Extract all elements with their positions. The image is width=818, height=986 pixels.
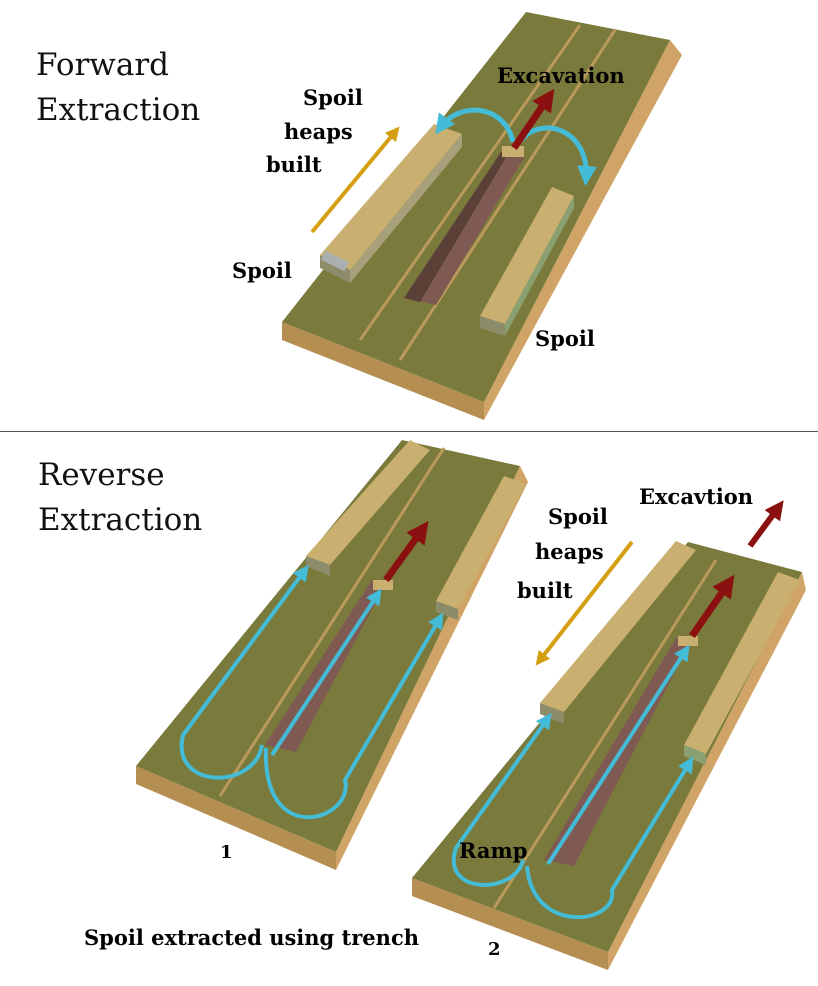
reverse-spoil-heaps-label-line3: built bbox=[517, 578, 573, 603]
board-1-spoil-heap-left bbox=[306, 440, 430, 576]
board-2-spoil-flow-arrow-left bbox=[451, 712, 552, 887]
board-1-trench bbox=[265, 580, 393, 752]
forward-groove bbox=[358, 24, 582, 341]
forward-board-edge bbox=[484, 40, 682, 420]
board-2-side bbox=[412, 878, 608, 970]
board-2-edge bbox=[608, 572, 806, 970]
board-2-spoil-flow-arrow-right bbox=[525, 756, 694, 919]
board-2-excavation-arrow bbox=[689, 574, 735, 638]
reverse-excavation-direction-arrow bbox=[747, 500, 784, 548]
board-2-trench bbox=[544, 636, 698, 866]
forward-spoil-heap-left bbox=[320, 124, 462, 283]
reverse-excavation-label: Excavtion bbox=[639, 484, 754, 509]
forward-trench bbox=[404, 146, 525, 305]
forward-excavation-label: Excavation bbox=[497, 63, 625, 88]
forward-title-line2: Extraction bbox=[36, 92, 201, 128]
board-2-spoil-heap-right bbox=[684, 572, 800, 765]
board-2-spoil-heap-left bbox=[540, 541, 696, 724]
reverse-step-2-label: 2 bbox=[488, 939, 501, 960]
reverse-spoil-heaps-label-line2: heaps bbox=[535, 539, 604, 564]
forward-spoil-heap-right bbox=[480, 187, 574, 336]
reverse-title-line1: Reverse bbox=[38, 457, 165, 493]
reverse-title-line2: Extraction bbox=[38, 502, 203, 538]
forward-title-line1: Forward bbox=[36, 47, 169, 83]
board-1-excavation-arrow bbox=[383, 520, 429, 583]
board-2-top bbox=[412, 542, 802, 952]
board-2-groove bbox=[492, 559, 718, 909]
forward-spoil-flow-arrow-left bbox=[435, 107, 516, 143]
board-1-spoil-flow-arrow-right bbox=[263, 612, 444, 820]
reverse-spoil-heaps-label-line1: Spoil bbox=[548, 504, 608, 529]
forward-spoil-heaps-label-line1: Spoil bbox=[303, 85, 363, 110]
reverse-ramp-label: Ramp bbox=[459, 838, 528, 863]
board-1-spoil-heap-right bbox=[436, 476, 526, 620]
forward-spoil-label-left: Spoil bbox=[232, 258, 292, 283]
board-1-groove bbox=[218, 447, 446, 797]
forward-spoil-heaps-label-line3: built bbox=[266, 152, 322, 177]
reverse-ground-board-2 bbox=[412, 542, 806, 970]
forward-board-side bbox=[282, 322, 484, 420]
reverse-caption: Spoil extracted using trench bbox=[84, 925, 419, 950]
forward-excavation-arrow bbox=[511, 88, 555, 150]
forward-heap-build-arrow bbox=[310, 126, 400, 234]
reverse-heap-build-arrow bbox=[535, 540, 634, 666]
reverse-step-1-label: 1 bbox=[220, 842, 233, 863]
board-1-side bbox=[136, 766, 336, 870]
board-1-spoil-flow-arrow-trench bbox=[270, 588, 382, 757]
forward-spoil-label-right: Spoil bbox=[535, 326, 595, 351]
board-1-spoil-flow-arrow-left bbox=[179, 564, 309, 780]
forward-spoil-heaps-label-line2: heaps bbox=[284, 119, 353, 144]
board-2-spoil-flow-arrow-trench bbox=[546, 644, 690, 866]
forward-groove bbox=[398, 29, 617, 361]
panel-divider bbox=[0, 431, 818, 432]
